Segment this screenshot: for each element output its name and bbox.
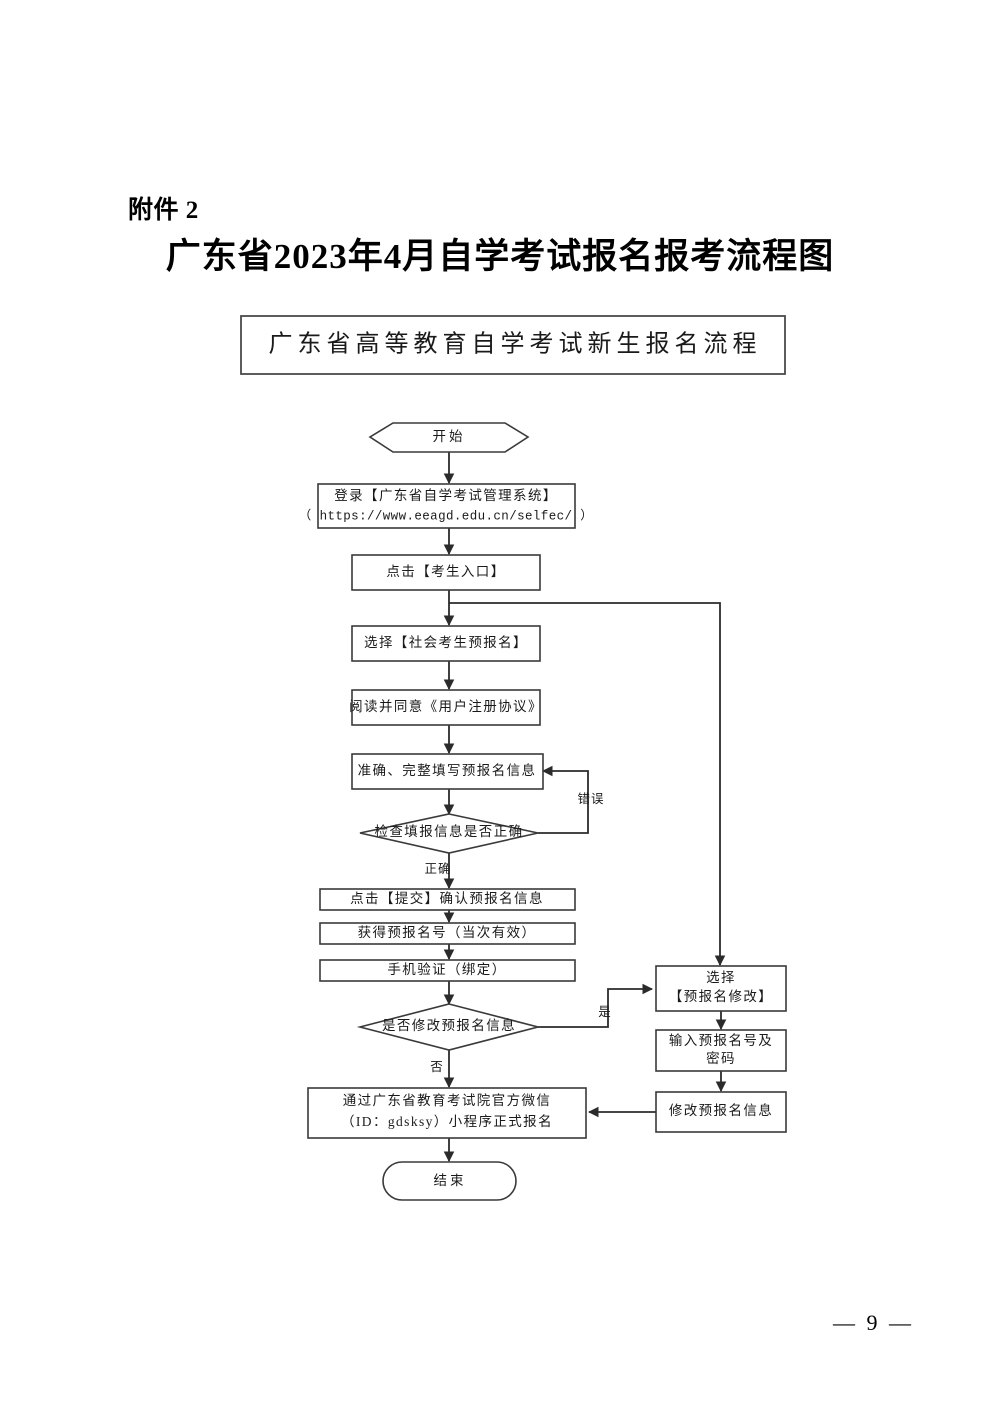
node-phone-verify-label: 手机验证（绑定） <box>387 962 506 977</box>
edge-label-yes: 是 <box>598 1005 612 1019</box>
node-wechat-label-line1: 通过广东省教育考试院官方微信 <box>343 1093 552 1108</box>
node-end: 结束 <box>382 1161 517 1201</box>
node-modify-question-decision: 是否修改预报名信息 <box>356 1003 542 1051</box>
node-modify-info: 修改预报名信息 <box>655 1091 787 1133</box>
node-input-credentials-label-line2: 密码 <box>706 1050 736 1066</box>
node-get-number-label: 获得预报名号（当次有效） <box>358 924 537 940</box>
node-choose-modify-label-line1: 选择 <box>706 970 736 985</box>
node-choose-modify-label-line2: 【预报名修改】 <box>669 989 773 1004</box>
edge-label-correct: 正确 <box>424 862 451 876</box>
node-wechat-registration: 通过广东省教育考试院官方微信 （ID：gdsksy）小程序正式报名 <box>307 1087 587 1139</box>
node-click-entrance-label: 点击【考生入口】 <box>386 564 505 579</box>
node-login-label-line1: 登录【广东省自学考试管理系统】 <box>334 488 558 503</box>
node-get-number: 获得预报名号（当次有效） <box>319 922 576 945</box>
node-check-info-label: 检查填报信息是否正确 <box>375 823 524 839</box>
page-title: 广东省2023年4月自学考试报名报考流程图 <box>165 237 835 276</box>
node-phone-verify: 手机验证（绑定） <box>319 959 576 982</box>
node-submit-confirm-label: 点击【提交】确认预报名信息 <box>350 890 544 906</box>
connector-question-yes <box>538 983 654 1028</box>
node-click-entrance: 点击【考生入口】 <box>351 554 541 591</box>
node-read-agreement: 阅读并同意《用户注册协议》 <box>349 689 543 726</box>
connector-entrance-to-modify-branch <box>449 602 726 967</box>
flowchart-header-box: 广东省高等教育自学考试新生报名流程 <box>240 315 786 375</box>
node-submit-confirm: 点击【提交】确认预报名信息 <box>319 888 576 911</box>
node-login: 登录【广东省自学考试管理系统】 （ https://www.eeagd.edu.… <box>299 483 593 529</box>
node-start-label: 开始 <box>433 429 466 444</box>
connector-check-error-loop <box>538 765 589 834</box>
node-select-pre-register-label: 选择【社会考生预报名】 <box>364 635 528 650</box>
page-number: — 9 — <box>833 1310 914 1335</box>
node-fill-info: 准确、完整填写预报名信息 <box>351 753 544 790</box>
node-end-label: 结束 <box>434 1173 467 1188</box>
edge-label-error: 错误 <box>577 792 604 806</box>
node-modify-info-label: 修改预报名信息 <box>669 1102 773 1118</box>
node-check-info-decision: 检查填报信息是否正确 <box>359 813 539 854</box>
node-wechat-label-line2: （ID：gdsksy）小程序正式报名 <box>341 1114 553 1129</box>
node-login-label-line2: （ https://www.eeagd.edu.cn/selfec/ ） <box>299 508 593 523</box>
node-input-credentials: 输入预报名号及 密码 <box>655 1029 787 1072</box>
node-choose-modify: 选择 【预报名修改】 <box>655 965 787 1012</box>
attachment-label: 附件 2 <box>128 197 199 224</box>
node-modify-question-label: 是否修改预报名信息 <box>382 1017 516 1033</box>
node-fill-info-label: 准确、完整填写预报名信息 <box>358 762 537 778</box>
flowchart-header-label: 广东省高等教育自学考试新生报名流程 <box>269 331 762 358</box>
edge-label-no: 否 <box>430 1060 444 1074</box>
node-input-credentials-label-line1: 输入预报名号及 <box>669 1033 773 1048</box>
node-select-pre-register: 选择【社会考生预报名】 <box>351 625 541 662</box>
flowchart-connectors <box>443 452 727 1163</box>
node-start: 开始 <box>368 422 530 453</box>
node-read-agreement-label: 阅读并同意《用户注册协议》 <box>349 698 543 714</box>
